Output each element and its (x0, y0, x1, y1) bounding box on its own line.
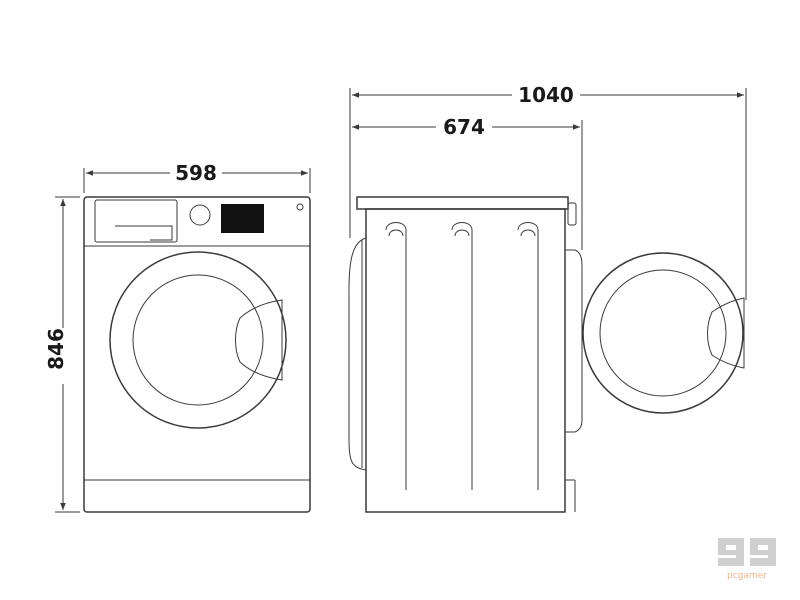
height-dimension: 846 (44, 196, 80, 513)
open-door-handle (707, 297, 745, 369)
side-top-lid (356, 196, 569, 210)
side-rear-panel (565, 249, 583, 433)
door-handle (235, 299, 283, 381)
side-body (365, 208, 566, 513)
side-rib-2 (451, 222, 473, 490)
side-view (348, 196, 583, 513)
watermark-text: pcgamer (727, 571, 767, 581)
watermark-logo-icon (718, 538, 776, 566)
front-view (83, 196, 311, 513)
width-dimension: 598 (83, 161, 311, 193)
power-button (296, 203, 304, 211)
side-rib-3 (517, 222, 539, 490)
door-glass (132, 274, 264, 406)
height-label: 846 (44, 328, 68, 370)
display-panel (221, 204, 264, 233)
depth-label: 674 (443, 115, 485, 139)
drawer-handle (115, 225, 173, 241)
open-door-outer (582, 252, 744, 414)
detergent-drawer (94, 199, 178, 243)
watermark: pcgamer (718, 538, 776, 581)
side-open-door (582, 252, 745, 414)
program-knob (189, 204, 211, 226)
width-label: 598 (175, 161, 217, 185)
front-body (83, 196, 311, 513)
door-outer-ring (109, 251, 287, 429)
depth-dimension: 674 (349, 115, 583, 250)
open-depth-dimension: 1040 (349, 83, 747, 300)
open-depth-label: 1040 (518, 83, 574, 107)
side-front-bulge (348, 237, 367, 471)
side-rear-knob (567, 202, 577, 226)
side-rib-1 (385, 222, 407, 490)
open-door-inner (599, 269, 727, 397)
